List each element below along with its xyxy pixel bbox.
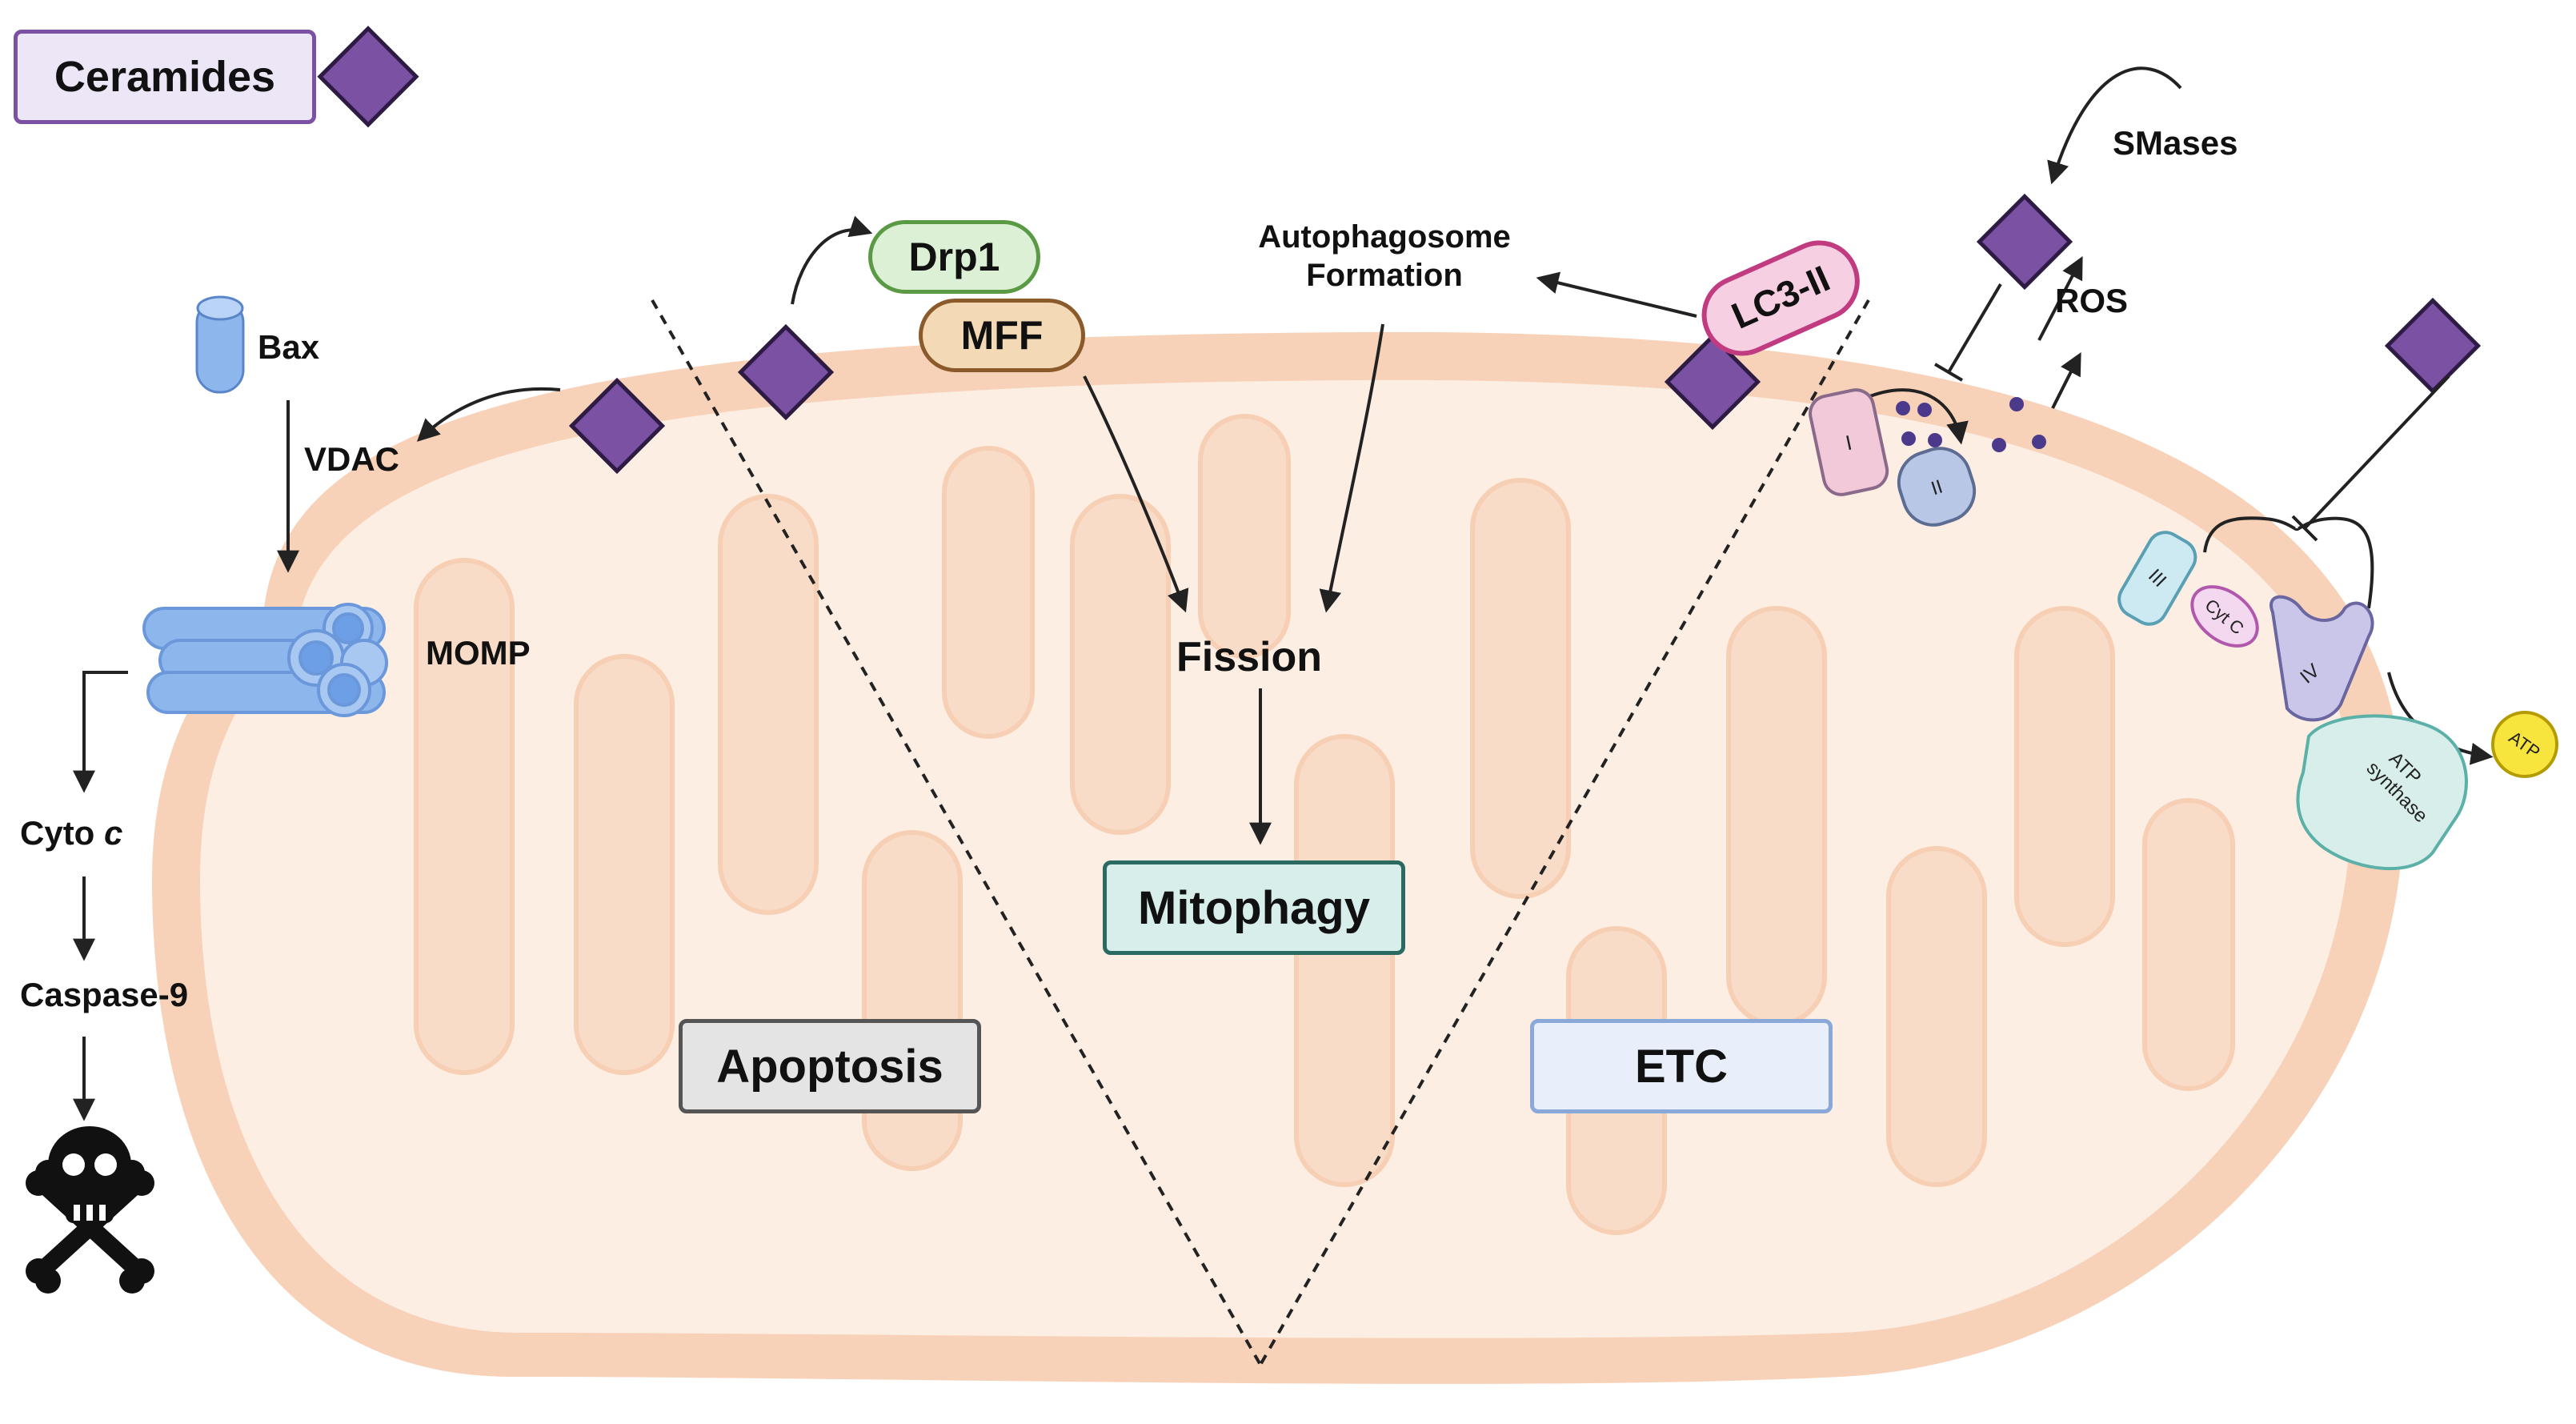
apoptosis-section-box: Apoptosis	[679, 1019, 981, 1113]
mitophagy-section-box: Mitophagy	[1103, 860, 1405, 955]
autophagosome-line-1: Autophagosome	[1258, 219, 1511, 255]
momp-pore-icon	[142, 603, 388, 717]
drp1-protein: Drp1	[868, 220, 1040, 294]
lc3-ii-icon	[1701, 240, 1860, 356]
etc-section-box: ETC	[1530, 1019, 1833, 1113]
fission-label: Fission	[1176, 634, 1323, 680]
drp1-label: Drp1	[908, 235, 1000, 279]
ros-particles	[1896, 397, 2046, 452]
ceramides-legend-label: Ceramides	[54, 53, 276, 101]
complex-iii-icon: III	[2117, 531, 2197, 626]
complex-iv-icon: IV	[2270, 595, 2374, 722]
ceramides-legend: Ceramides	[14, 30, 316, 124]
complex-i-icon: I	[1809, 388, 1889, 496]
apoptosis-arrows	[73, 387, 561, 1121]
atp-synthase-icon: ATP synthase	[2296, 714, 2468, 871]
caspase-9-label: Caspase-9	[20, 976, 189, 1013]
mff-protein: MFF	[919, 299, 1085, 372]
apoptosis-section-label: Apoptosis	[716, 1040, 943, 1093]
atp-molecule-icon: ATP	[2491, 711, 2558, 778]
cyto-c-italic: c	[104, 814, 123, 852]
smases-label: SMases	[2113, 124, 2238, 162]
mitophagy-arrows	[791, 215, 1697, 845]
momp-label: MOMP	[426, 634, 531, 672]
autophagosome-formation-label: Autophagosome Formation	[1228, 218, 1540, 295]
mff-label: MFF	[960, 313, 1044, 358]
section-dividers	[651, 299, 1870, 1366]
ceramide-legend-diamond	[317, 26, 419, 128]
bax-label: Bax	[258, 328, 320, 366]
mitophagy-section-label: Mitophagy	[1138, 881, 1370, 934]
vdac-label: VDAC	[304, 440, 400, 478]
autophagosome-line-2: Formation	[1306, 258, 1463, 293]
complex-ii-icon: II	[1897, 447, 1977, 527]
cyto-c-prefix: Cyto	[20, 814, 104, 852]
skull-crossbones-icon	[26, 1126, 154, 1294]
cyto-c-label: Cyto c	[20, 816, 122, 850]
ceramide-diamonds	[568, 193, 2482, 475]
bax-protein-icon	[195, 295, 245, 394]
etc-section-label: ETC	[1635, 1040, 1728, 1093]
etc-arrows	[1860, 66, 2494, 765]
ros-label: ROS	[2055, 282, 2129, 319]
cyt-c-icon: Cyt C	[2190, 585, 2259, 648]
